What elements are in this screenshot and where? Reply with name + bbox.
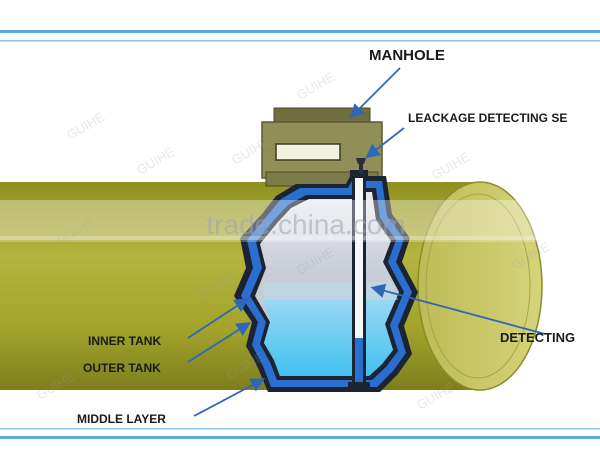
pointer-inner-tank [187,298,250,339]
label-outer-tank: OUTER TANK [83,361,161,375]
label-detecting: DETECTING [500,330,575,345]
watermark-brand: GUIHE [64,109,107,143]
top-frame-line [0,30,600,33]
bottom-frame-line [0,436,600,439]
label-leak-sensor: LEACKAGE DETECTING SE [408,111,567,125]
watermark-center-text: trade.china.com [206,209,405,240]
pointer-leak-sensor [365,127,405,159]
top-frame-line-thin [0,40,600,42]
bottom-frame-line-thin [0,428,600,430]
label-manhole: MANHOLE [369,47,445,64]
watermark-brand: GUIHE [294,69,337,103]
pointer-middle-layer [193,378,266,417]
watermark-band-lower [0,236,600,242]
liquid-fade [262,282,398,300]
label-inner-tank: INNER TANK [88,334,161,348]
tank-end-cap [417,181,543,391]
watermark-brand: GUIHE [134,144,177,178]
watermark-band [0,200,600,240]
pointer-manhole [349,67,401,119]
tank-end-cap-inner [425,193,531,379]
watermark-brand: GUIHE [429,149,472,183]
pointer-lines [187,67,546,417]
tank-liquid [264,292,399,376]
pointer-detecting [370,283,546,335]
leak-sensor [356,158,366,174]
pointer-outer-tank [187,322,252,363]
label-middle-layer: MIDDLE LAYER [77,412,166,426]
